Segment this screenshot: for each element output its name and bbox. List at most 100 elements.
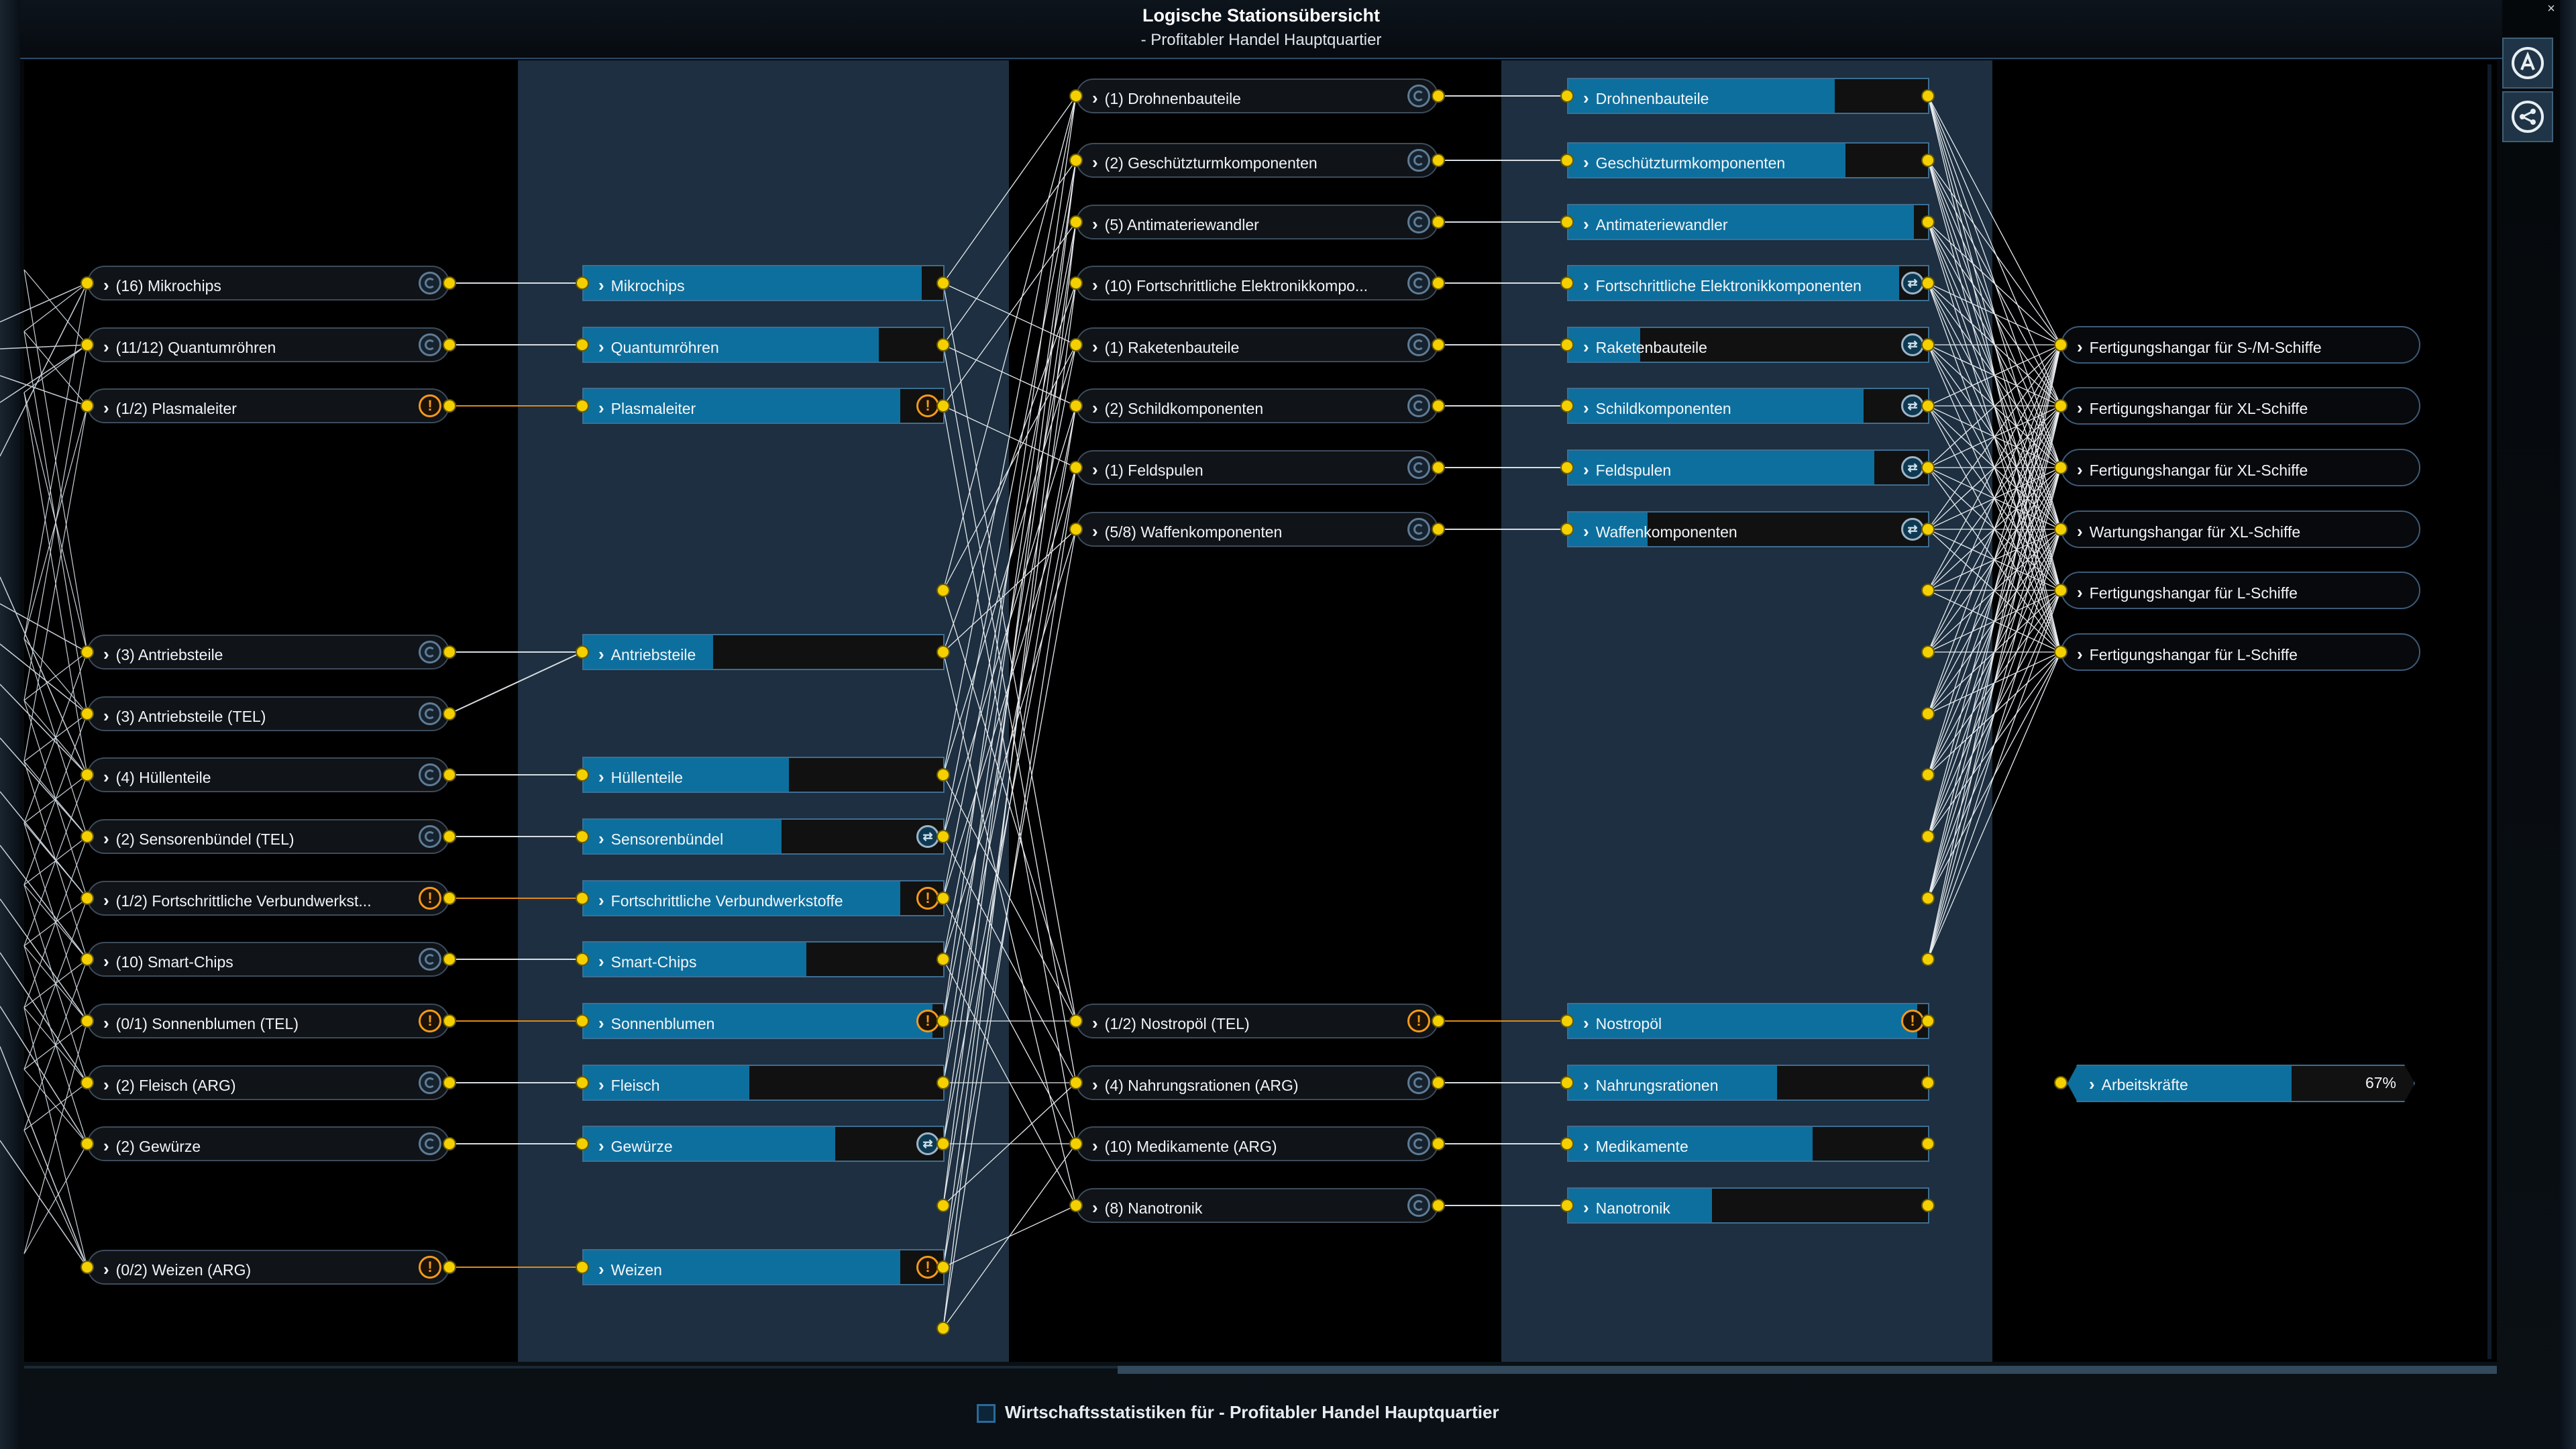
product-ware-2[interactable]: Antimateriewandler — [1567, 204, 1929, 240]
connector-dot[interactable] — [1432, 154, 1445, 167]
connector-dot[interactable] — [1432, 215, 1445, 229]
connector-dot[interactable] — [1560, 399, 1574, 413]
consumer-node-3[interactable]: Wartungshangar für XL-Schiffe — [2061, 511, 2420, 548]
connector-dot[interactable] — [1921, 89, 1935, 103]
production-node-10[interactable]: (10) Medikamente (ARG) — [1076, 1126, 1438, 1161]
resource-node-11[interactable]: (2) Gewürze — [87, 1126, 449, 1161]
connector-dot[interactable] — [443, 1260, 456, 1274]
production-node-2[interactable]: (5) Antimateriewandler — [1076, 205, 1438, 239]
connector-dot[interactable] — [1921, 584, 1935, 597]
close-button[interactable]: × — [2547, 1, 2555, 16]
connector-dot[interactable] — [576, 768, 589, 782]
connector-dot[interactable] — [80, 399, 94, 413]
resource-node-1[interactable]: (11/12) Quantumröhren — [87, 327, 449, 362]
connector-dot[interactable] — [1921, 768, 1935, 782]
connector-dot[interactable] — [1432, 89, 1445, 103]
resource-ware-4[interactable]: Hüllenteile — [582, 757, 945, 793]
connector-dot[interactable] — [1432, 276, 1445, 290]
connector-dot[interactable] — [576, 399, 589, 413]
consumer-node-2[interactable]: Fertigungshangar für XL-Schiffe — [2061, 449, 2420, 486]
connector-dot[interactable] — [2054, 338, 2068, 352]
connector-dot[interactable] — [1069, 1014, 1083, 1028]
consumer-node-0[interactable]: Fertigungshangar für S-/M-Schiffe — [2061, 326, 2420, 364]
resource-node-7[interactable]: (1/2) Fortschrittliche Verbundwerkst... — [87, 881, 449, 916]
vertical-scrollbar[interactable] — [2487, 64, 2491, 1359]
economy-stats-toggle[interactable]: Wirtschaftsstatistiken für - Profitabler… — [977, 1402, 1499, 1429]
connector-dot[interactable] — [80, 707, 94, 720]
connector-dot[interactable] — [576, 338, 589, 352]
connector-dot[interactable] — [1921, 461, 1935, 474]
connector-dot[interactable] — [936, 1322, 950, 1335]
connector-dot[interactable] — [443, 707, 456, 720]
connector-dot[interactable] — [936, 645, 950, 659]
connector-dot[interactable] — [443, 768, 456, 782]
resource-node-4[interactable]: (3) Antriebsteile (TEL) — [87, 696, 449, 731]
connector-dot[interactable] — [576, 276, 589, 290]
connector-dot[interactable] — [576, 892, 589, 905]
connector-dot[interactable] — [80, 338, 94, 352]
connector-dot[interactable] — [80, 1076, 94, 1089]
resource-ware-10[interactable]: Gewürze — [582, 1126, 945, 1162]
connector-dot[interactable] — [1432, 1199, 1445, 1212]
consumer-node-4[interactable]: Fertigungshangar für L-Schiffe — [2061, 572, 2420, 609]
product-ware-4[interactable]: Raketenbauteile — [1567, 327, 1929, 363]
connector-dot[interactable] — [1921, 276, 1935, 290]
connector-dot[interactable] — [1432, 523, 1445, 536]
product-ware-7[interactable]: Waffenkomponenten — [1567, 511, 1929, 547]
connector-dot[interactable] — [2054, 523, 2068, 536]
connector-dot[interactable] — [80, 1260, 94, 1274]
connector-dot[interactable] — [1921, 1014, 1935, 1028]
connector-dot[interactable] — [1432, 1076, 1445, 1089]
production-node-3[interactable]: (10) Fortschrittliche Elektronikkompo... — [1076, 266, 1438, 301]
connector-dot[interactable] — [1560, 89, 1574, 103]
connector-dot[interactable] — [1069, 399, 1083, 413]
production-node-4[interactable]: (1) Raketenbauteile — [1076, 327, 1438, 362]
product-ware-6[interactable]: Feldspulen — [1567, 449, 1929, 486]
product-ware-9[interactable]: Nahrungsrationen — [1567, 1065, 1929, 1101]
connector-dot[interactable] — [443, 399, 456, 413]
resource-node-3[interactable]: (3) Antriebsteile — [87, 635, 449, 669]
connector-dot[interactable] — [80, 276, 94, 290]
connector-dot[interactable] — [936, 768, 950, 782]
checkbox[interactable] — [977, 1404, 996, 1424]
connector-dot[interactable] — [1069, 276, 1083, 290]
connector-dot[interactable] — [1921, 1076, 1935, 1089]
connector-dot[interactable] — [443, 830, 456, 843]
connector-dot[interactable] — [1432, 399, 1445, 413]
connector-dot[interactable] — [1921, 892, 1935, 905]
connector-dot[interactable] — [1921, 154, 1935, 167]
connector-dot[interactable] — [1921, 645, 1935, 659]
connector-dot[interactable] — [936, 338, 950, 352]
connector-dot[interactable] — [1921, 523, 1935, 536]
connector-dot[interactable] — [443, 892, 456, 905]
connector-dot[interactable] — [1921, 707, 1935, 720]
connector-dot[interactable] — [936, 584, 950, 597]
connector-dot[interactable] — [443, 338, 456, 352]
connector-dot[interactable] — [80, 1137, 94, 1150]
connector-dot[interactable] — [80, 645, 94, 659]
horizontal-scrollbar[interactable] — [1118, 1366, 2497, 1374]
connector-dot[interactable] — [443, 953, 456, 966]
connector-dot[interactable] — [576, 953, 589, 966]
connector-dot[interactable] — [443, 645, 456, 659]
product-ware-5[interactable]: Schildkomponenten — [1567, 388, 1929, 424]
production-node-11[interactable]: (8) Nanotronik — [1076, 1188, 1438, 1223]
resource-ware-6[interactable]: Fortschrittliche Verbundwerkstoffe — [582, 880, 945, 916]
production-node-1[interactable]: (2) Geschützturmkomponenten — [1076, 143, 1438, 178]
connector-dot[interactable] — [1069, 1076, 1083, 1089]
station-logo-button[interactable] — [2502, 38, 2553, 89]
resource-node-6[interactable]: (2) Sensorenbündel (TEL) — [87, 819, 449, 854]
resource-node-9[interactable]: (0/1) Sonnenblumen (TEL) — [87, 1004, 449, 1038]
product-ware-0[interactable]: Drohnenbauteile — [1567, 78, 1929, 114]
consumer-node-1[interactable]: Fertigungshangar für XL-Schiffe — [2061, 387, 2420, 425]
connector-dot[interactable] — [1069, 154, 1083, 167]
connector-dot[interactable] — [443, 1137, 456, 1150]
product-ware-10[interactable]: Medikamente — [1567, 1126, 1929, 1162]
product-ware-11[interactable]: Nanotronik — [1567, 1187, 1929, 1224]
resource-ware-9[interactable]: Fleisch — [582, 1065, 945, 1101]
production-node-8[interactable]: (1/2) Nostropöl (TEL) — [1076, 1004, 1438, 1038]
connector-dot[interactable] — [936, 1014, 950, 1028]
connector-dot[interactable] — [1069, 215, 1083, 229]
connector-dot[interactable] — [936, 953, 950, 966]
connector-dot[interactable] — [1560, 215, 1574, 229]
